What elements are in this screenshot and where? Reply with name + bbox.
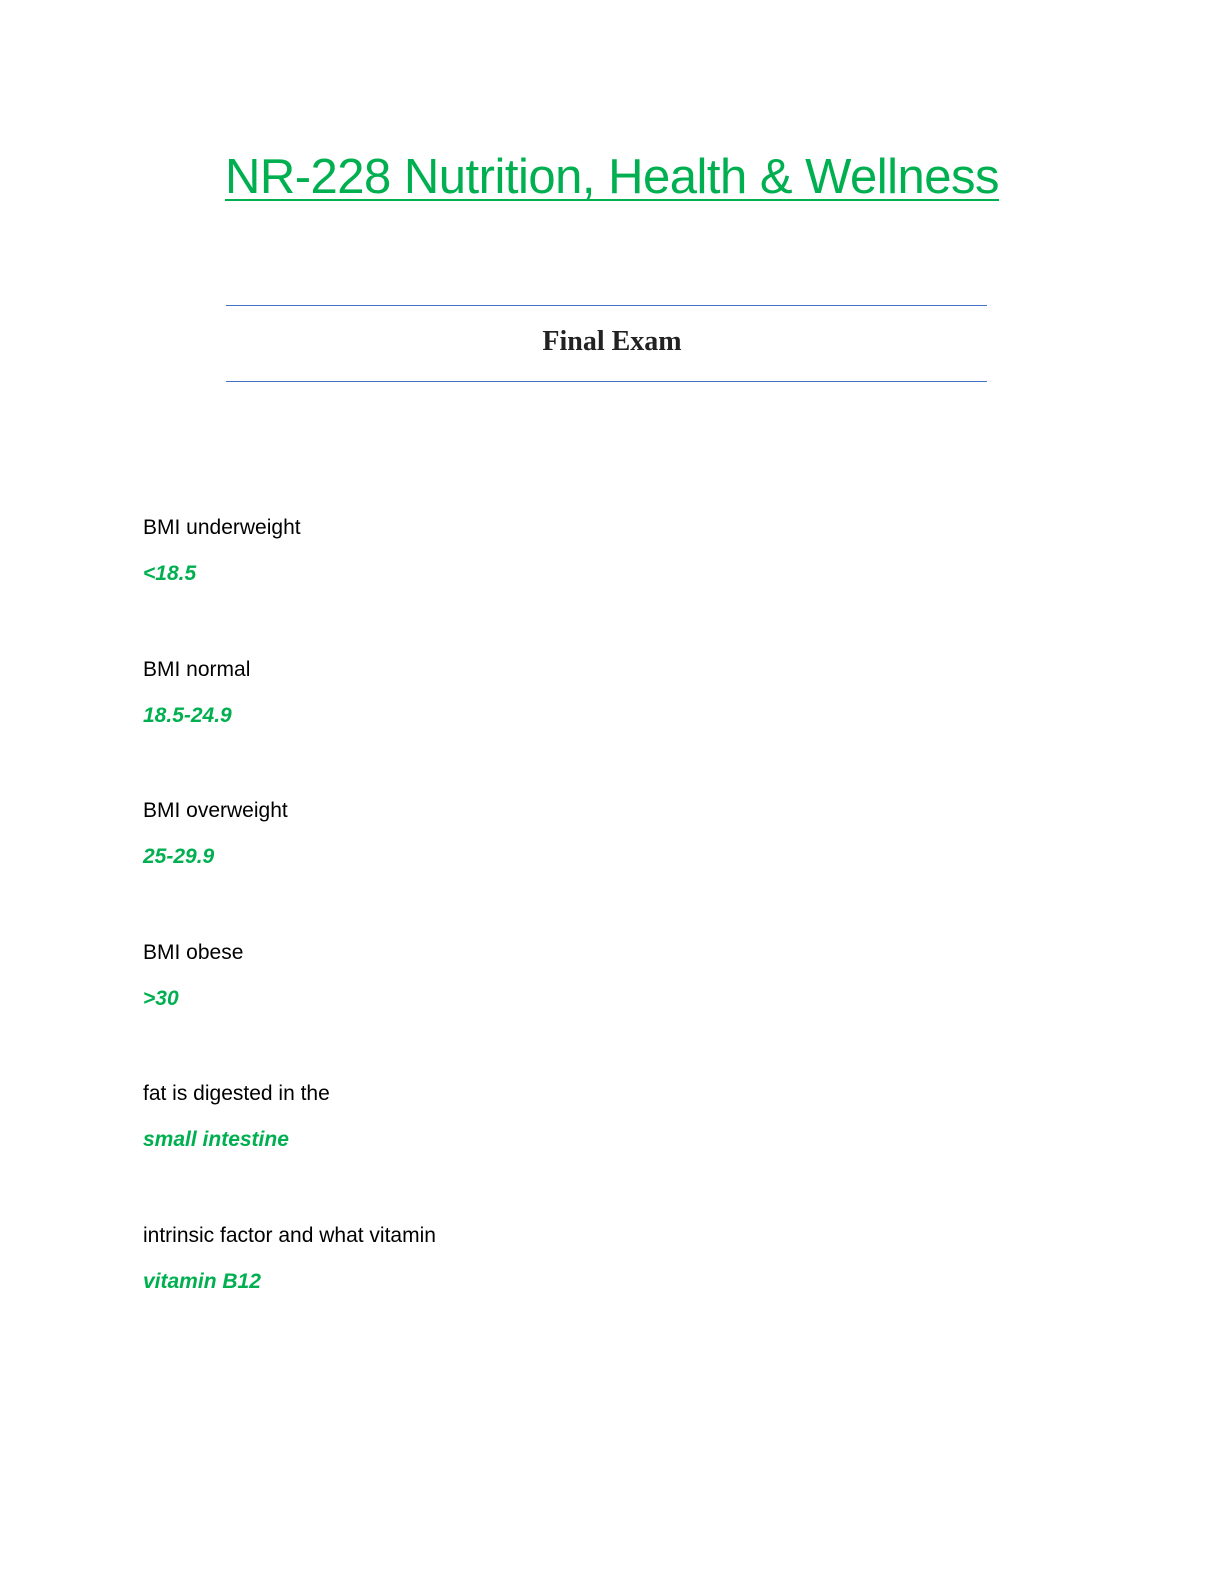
question-text: BMI obese [143,940,244,964]
question-text: intrinsic factor and what vitamin [143,1223,436,1247]
bottom-divider [226,381,987,382]
answer-text: >30 [143,986,179,1010]
document-title: NR-228 Nutrition, Health & Wellness [224,150,1000,204]
qa-item: BMI obese >30 [143,935,1043,1077]
qa-list: BMI underweight <18.5 BMI normal 18.5-24… [143,510,1043,1360]
qa-item: fat is digested in the small intestine [143,1076,1043,1218]
qa-item: BMI underweight <18.5 [143,510,1043,652]
answer-text: 18.5-24.9 [143,703,232,727]
document-subtitle: Final Exam [542,326,682,357]
question-text: BMI overweight [143,799,288,823]
answer-text: <18.5 [143,562,197,585]
question-text: fat is digested in the [143,1082,330,1106]
answer-text: vitamin B12 [143,1269,261,1293]
top-divider [226,305,987,306]
answer-text: small intestine [143,1128,289,1152]
qa-item: BMI overweight 25-29.9 [143,793,1043,935]
question-text: BMI underweight [143,516,301,539]
answer-text: 25-29.9 [143,845,215,869]
question-text: BMI normal [143,657,251,681]
qa-item: intrinsic factor and what vitamin vitami… [143,1218,1043,1360]
qa-item: BMI normal 18.5-24.9 [143,652,1043,794]
